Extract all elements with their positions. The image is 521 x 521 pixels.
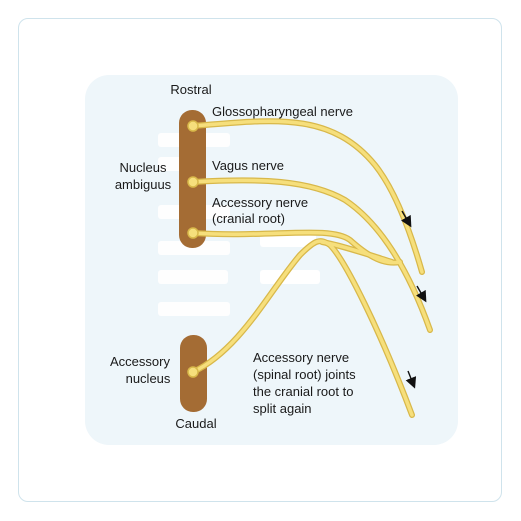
accessory-spinal-origin-dot <box>187 366 199 378</box>
glossopharyngeal-origin-dot <box>187 120 199 132</box>
vagus-origin-dot <box>187 176 199 188</box>
accessory-merge <box>320 240 394 264</box>
accessory-cranial-root <box>191 230 402 265</box>
accessory-spinal-root <box>191 239 414 417</box>
label-accessory-cranial-1: Accessory nerve <box>212 195 308 210</box>
arrow-icon-spinal <box>405 370 417 389</box>
label-accessory-nucleus-1: Accessory <box>110 354 170 369</box>
label-accessory-cranial-2: (cranial root) <box>212 211 285 226</box>
accessory-cranial-origin-dot <box>187 227 199 239</box>
label-accessory-spinal-3: the cranial root to <box>253 384 353 399</box>
label-accessory-nucleus-2: nucleus <box>126 371 171 386</box>
label-rostral: Rostral <box>170 82 211 97</box>
decorative-blocks <box>158 133 320 316</box>
label-vagus: Vagus nerve <box>212 158 284 173</box>
arrow-icon-glossopharyngeal <box>400 210 412 228</box>
label-nucleus-ambiguus-1: Nucleus <box>120 160 167 175</box>
label-glossopharyngeal: Glossopharyngeal nerve <box>212 104 353 119</box>
label-accessory-spinal-4: split again <box>253 401 312 416</box>
label-nucleus-ambiguus-2: ambiguus <box>115 177 172 192</box>
label-accessory-spinal-2: (spinal root) joints <box>253 367 356 382</box>
arrow-icon-vagus <box>415 285 427 303</box>
label-accessory-spinal-1: Accessory nerve <box>253 350 349 365</box>
vagus-nerve <box>191 178 432 332</box>
glossopharyngeal-nerve <box>191 119 424 274</box>
label-caudal: Caudal <box>175 416 216 431</box>
